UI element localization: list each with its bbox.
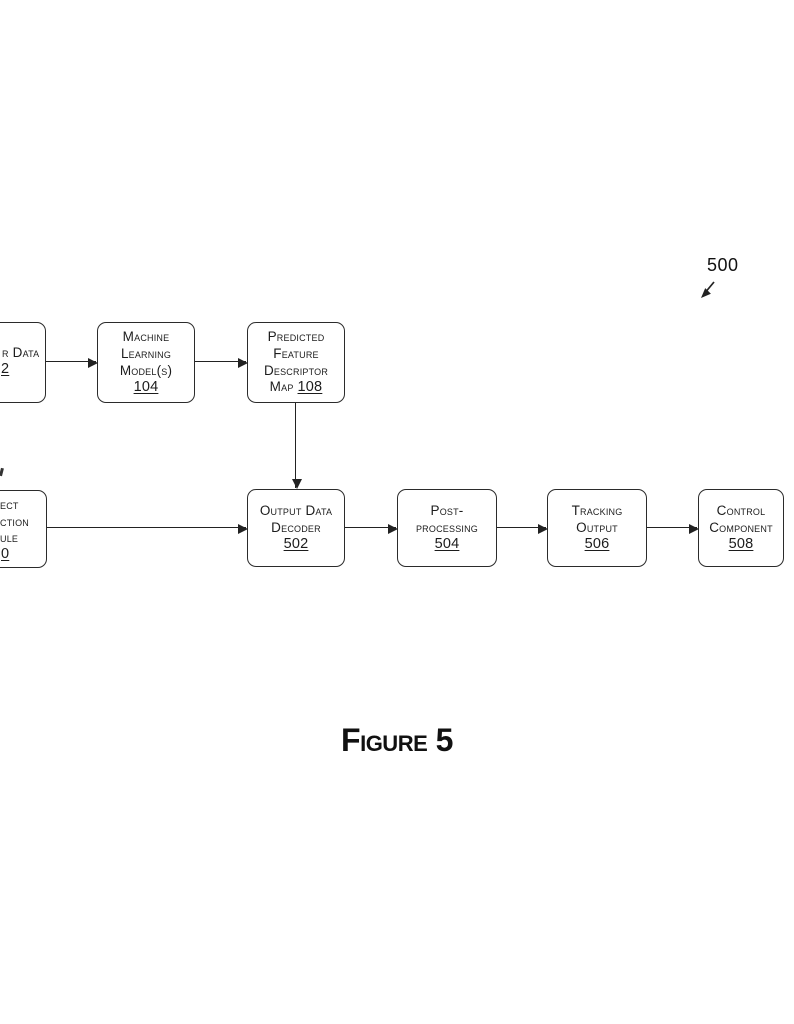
box-outline <box>0 490 47 568</box>
box-ref-number: 2 <box>1 361 10 377</box>
box-outline <box>0 322 46 403</box>
box-label-line: Component <box>709 519 773 535</box>
box-label-line: ule <box>0 530 19 545</box>
arrow-object-to-decoder <box>47 523 248 534</box>
box-ref-number: 104 <box>133 379 159 396</box>
box-predicted-feature-descriptor-map: Predicted Feature Descriptor Map 108 <box>247 322 345 403</box>
box-label-line: Learning <box>120 345 172 361</box>
box-output-data-decoder: Output Data Decoder 502 <box>247 489 345 567</box>
box-ref-number: 506 <box>584 536 610 553</box>
box-ref-number: 108 <box>297 379 323 396</box>
figure-caption: Figure 5 <box>341 722 453 758</box>
figure-ref-label: 500 <box>707 255 739 275</box>
box-ref-number: 0 <box>1 546 10 562</box>
arrow-post-to-tracking <box>497 523 548 534</box>
box-label-line: Control <box>716 502 766 518</box>
box-ref-number: 504 <box>434 536 460 553</box>
box-label-line: processing <box>415 519 478 535</box>
box-label-line: r Data <box>2 345 40 360</box>
box-label-word: Map <box>269 379 294 395</box>
box-tracking-output: Tracking Output 506 <box>547 489 647 567</box>
box-ref-number: 508 <box>728 536 754 553</box>
figure-ref-arrow <box>701 281 715 298</box>
box-label-line: Post- <box>430 502 464 518</box>
box-post-processing: Post- processing 504 <box>397 489 497 567</box>
box-sensor-data-clipped: r Data 2 <box>0 322 47 403</box>
box-label-line: Tracking <box>571 502 623 518</box>
box-label-line: Predicted <box>267 328 325 344</box>
arrow-decoder-to-post <box>345 523 398 534</box>
box-label-line: ect <box>0 497 19 512</box>
box-control-component: Control Component 508 <box>698 489 784 567</box>
arrow-ml-to-predicted <box>195 357 248 368</box>
box-label-line: Machine <box>122 328 170 344</box>
arrow-predicted-to-decoder <box>291 403 302 489</box>
box-label-line: Map 108 <box>270 379 323 396</box>
arrow-tracking-to-control <box>647 523 699 534</box>
box-label-line: Feature <box>273 345 319 361</box>
box-label-line: ction <box>0 514 29 529</box>
box-machine-learning-models: Machine Learning Model(s) 104 <box>97 322 195 403</box>
box-label-line: Descriptor <box>263 362 329 378</box>
box-label-line: Decoder <box>271 519 321 535</box>
clipped-edge-mark <box>0 467 4 477</box>
arrow-sensor-to-ml <box>46 357 98 368</box>
box-label-line: Model(s) <box>119 362 173 378</box>
box-ref-number: 502 <box>283 536 309 553</box>
box-label-line: Output <box>576 519 618 535</box>
box-object-module-clipped: ect ction ule 0 <box>0 490 48 568</box>
box-label-line: Output Data <box>259 502 333 518</box>
